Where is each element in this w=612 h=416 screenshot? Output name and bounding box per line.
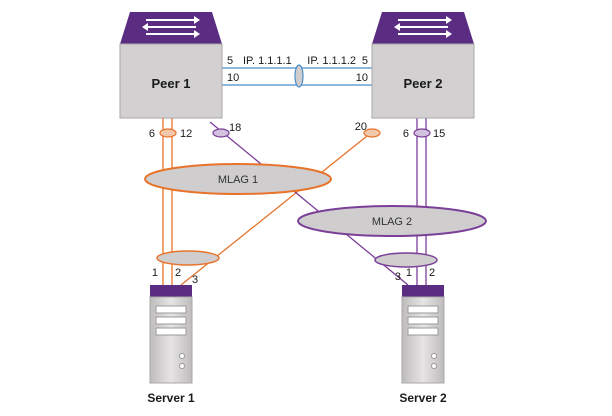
peer1-switch-arrows-icon	[142, 16, 200, 38]
peer1-port-18: 18	[229, 122, 241, 134]
peer1-isc-port: 5	[227, 55, 233, 67]
peer1-switch[interactable]: Peer 1	[119, 12, 223, 119]
server1-lag-ring	[156, 250, 220, 266]
mlag-groups: MLAG 1 MLAG 2	[144, 163, 487, 237]
server1-top-bar	[150, 285, 192, 297]
peer1-switch-body	[119, 43, 223, 119]
peer2-data-port: 10	[356, 72, 368, 84]
peer2-purple-lag-ring	[413, 128, 431, 138]
peer2-switch-arrows-icon	[394, 16, 452, 38]
server2[interactable]: Server 2	[399, 285, 447, 405]
server2-led-2	[431, 363, 437, 369]
peer1-ip-label: IP. 1.1.1.1	[243, 55, 292, 67]
server2-drive-bay-1	[407, 305, 439, 314]
peer2-port-20: 20	[355, 121, 367, 133]
peer1-port-6: 6	[149, 128, 155, 140]
peer2-switch-body	[371, 43, 475, 119]
server2-drive-bay-3	[407, 327, 439, 336]
mlag1-ellipse	[144, 163, 332, 195]
links	[162, 64, 427, 286]
peer2-port-15: 15	[433, 128, 445, 140]
peer1-purple-port-ring	[212, 128, 230, 138]
server2-top-bar	[402, 285, 444, 297]
mlag2-ellipse	[297, 205, 487, 237]
server1-drive-bay-3	[155, 327, 187, 336]
server2-drive-bay-2	[407, 316, 439, 325]
peer2-orange-port-ring	[363, 128, 381, 138]
peer1-orange-lag-ring	[159, 128, 177, 138]
server1[interactable]: Server 1	[147, 285, 195, 405]
mlag1-label: MLAG 1	[218, 174, 258, 186]
server1-port-2: 2	[175, 267, 181, 279]
server1-led-2	[179, 363, 185, 369]
mlag2-label: MLAG 2	[372, 216, 412, 228]
peer2-port-6: 6	[403, 128, 409, 140]
server1-port-1: 1	[152, 267, 158, 279]
server2-port-1: 1	[406, 267, 412, 279]
server1-drive-bay-1	[155, 305, 187, 314]
peer2-isc-port: 5	[362, 55, 368, 67]
peer1-data-port: 10	[227, 72, 239, 84]
server1-led-1	[179, 353, 185, 359]
server2-port-2: 2	[429, 267, 435, 279]
server1-drive-bay-2	[155, 316, 187, 325]
peer1-name: Peer 1	[151, 76, 190, 91]
server2-name: Server 2	[399, 391, 447, 405]
server1-name: Server 1	[147, 391, 195, 405]
server2-port-3: 3	[395, 271, 401, 283]
isc-lag-ring	[294, 64, 304, 88]
peer2-name: Peer 2	[403, 76, 442, 91]
peer1-port-12: 12	[180, 128, 192, 140]
peer2-switch[interactable]: Peer 2	[371, 12, 475, 119]
peer2-ip-label: IP. 1.1.1.2	[307, 55, 356, 67]
link-peer1-p18-server2-p3	[209, 121, 409, 286]
server1-port-3: 3	[192, 274, 198, 286]
server2-lag-ring	[374, 252, 438, 268]
server2-led-1	[431, 353, 437, 359]
